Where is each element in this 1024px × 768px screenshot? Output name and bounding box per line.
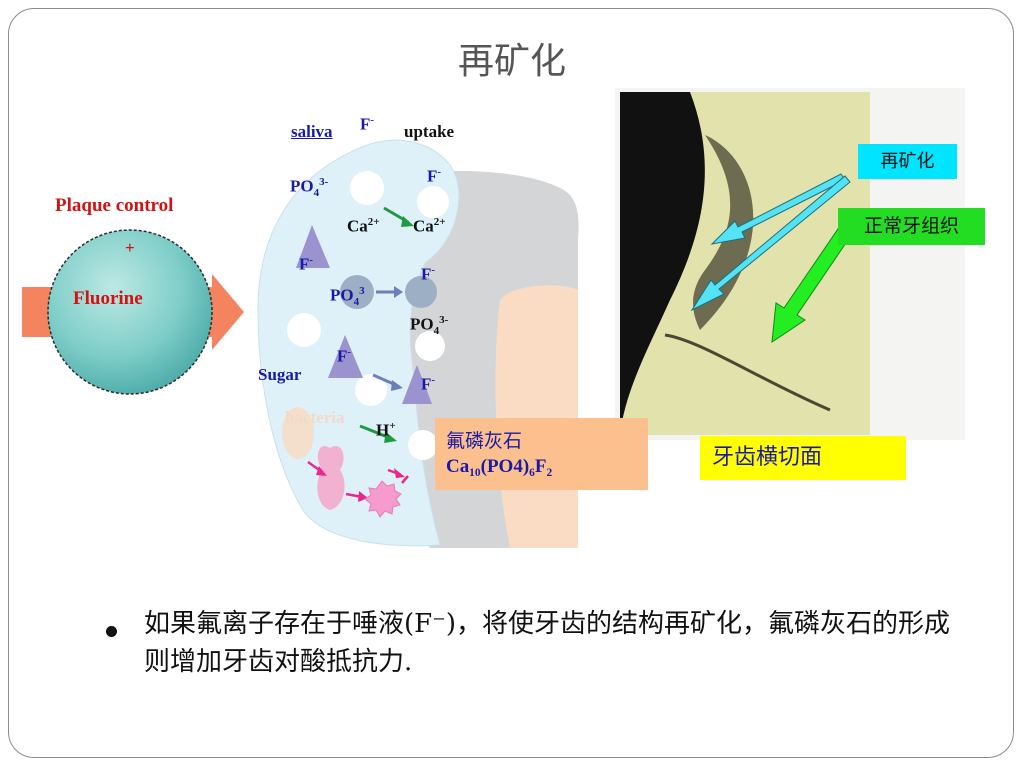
bacteria-label: bacteria bbox=[285, 408, 344, 428]
fluorapatite-label: 氟磷灰石 bbox=[446, 426, 522, 453]
fluorine-label: Fluorine bbox=[73, 288, 143, 310]
plus-sign: + bbox=[125, 238, 135, 258]
ion-circle bbox=[350, 171, 384, 205]
bacteria-pink-shape bbox=[317, 446, 344, 510]
fluorapatite-formula: Ca₁₀(PO4)₆F₂ bbox=[446, 456, 552, 478]
uptake-label: uptake bbox=[404, 122, 454, 142]
fluoride-ion-label: F- bbox=[421, 374, 435, 395]
ion-circle bbox=[408, 430, 438, 460]
plaque-control-label: Plaque control bbox=[55, 195, 173, 217]
saliva-label: saliva bbox=[291, 122, 333, 142]
bullet-text: 如果氟离子存在于唾液(F⁻)，将使牙齿的结构再矿化，氟磷灰石的形成则增加牙齿对酸… bbox=[144, 605, 974, 681]
calcium-ion-label: Ca2+ bbox=[413, 216, 446, 237]
normal-tissue-label: 正常牙组织 bbox=[838, 208, 985, 245]
ion-circle bbox=[417, 186, 449, 218]
fluoride-ion-label: F- bbox=[337, 346, 351, 367]
fluoride-ion-label: F- bbox=[299, 254, 313, 275]
fluoride-ion-label: F- bbox=[427, 166, 441, 187]
fluorapatite-box: 氟磷灰石 Ca₁₀(PO4)₆F₂ bbox=[435, 418, 648, 490]
phosphate-ion-label: PO43- bbox=[290, 176, 328, 199]
fluoride-ion-label: F- bbox=[421, 264, 435, 285]
phosphate-ion-label: PO43 bbox=[330, 285, 365, 308]
ion-circle bbox=[287, 313, 321, 347]
remineralization-diagram bbox=[0, 0, 1024, 600]
bullet-dot bbox=[106, 626, 117, 637]
calcium-ion-label: Ca2+ bbox=[347, 216, 380, 237]
cross-section-caption: 牙齿横切面 bbox=[700, 436, 906, 480]
fluoride-ion-label: F- bbox=[360, 114, 374, 135]
phosphate-ion-label: PO43- bbox=[410, 314, 448, 337]
remineralization-label: 再矿化 bbox=[858, 144, 957, 179]
hydrogen-ion-label: H+ bbox=[376, 420, 396, 441]
tooth-dentin-shape bbox=[495, 285, 578, 548]
sugar-label: Sugar bbox=[258, 365, 301, 385]
